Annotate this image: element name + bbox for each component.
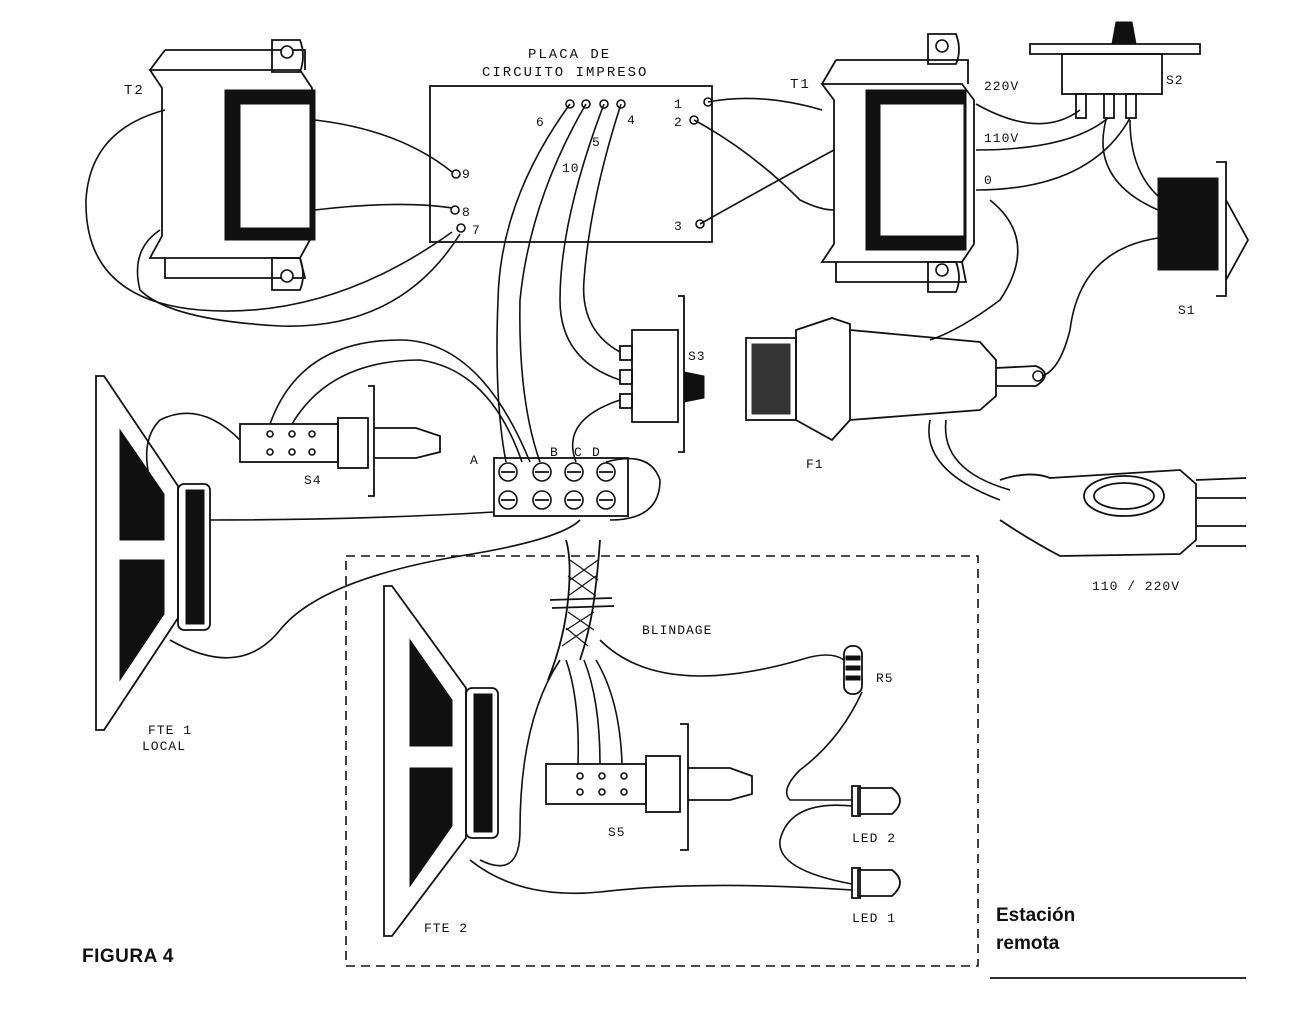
t2-label: T2	[124, 83, 145, 99]
s3-label: S3	[688, 349, 706, 364]
switch-s3: S3	[619, 295, 706, 453]
terminal-d-label: D	[592, 445, 601, 460]
wiring	[85, 97, 1159, 895]
board-pin-2: 2	[674, 115, 683, 130]
remote-station-box	[345, 555, 979, 967]
board-pin-8: 8	[462, 205, 471, 220]
shielded-cable: BLINDAGE	[547, 539, 712, 681]
led-2: LED 2	[851, 785, 901, 846]
board-pin-10: 10	[562, 161, 580, 176]
led-1: LED 1	[851, 867, 901, 926]
board-pin-9: 9	[462, 167, 471, 182]
s4-label: S4	[304, 473, 322, 488]
voltage-220v: 220V	[984, 79, 1019, 94]
s1-label: S1	[1178, 303, 1196, 318]
shield-label: BLINDAGE	[642, 623, 712, 638]
transformer-t2: T2	[124, 39, 316, 291]
resistor-r5: R5	[843, 645, 894, 695]
remote-station-label: Estación remota	[996, 905, 1076, 954]
switch-s5: S5	[545, 723, 753, 851]
switch-s2: S2	[1029, 21, 1201, 119]
voltage-0: 0	[984, 173, 993, 188]
fuse-holder-f1: F1	[745, 317, 1046, 472]
terminal-c-label: C	[574, 445, 583, 460]
terminal-b-label: B	[550, 445, 559, 460]
switch-s4: S4	[239, 385, 441, 497]
mains-voltage-label: 110 / 220V	[1092, 579, 1180, 594]
transformer-t1: T1 220V 110V 0	[790, 33, 1019, 293]
s5-label: S5	[608, 825, 626, 840]
led1-label: LED 1	[852, 911, 896, 926]
figure-label: FIGURA 4	[82, 946, 174, 967]
circuit-board: PLACA DE CIRCUITO IMPRESO 6 10 5 4 9 8 7…	[429, 47, 713, 243]
fte1-label-line1: FTE 1	[148, 723, 192, 738]
terminal-a-label: A	[470, 453, 479, 468]
speaker-fte1: FTE 1 LOCAL	[95, 375, 211, 754]
board-pin-5: 5	[592, 135, 601, 150]
switch-s1: S1	[1157, 161, 1250, 318]
voltage-110v: 110V	[984, 131, 1019, 146]
s2-label: S2	[1166, 73, 1184, 88]
board-pin-3: 3	[674, 219, 683, 234]
f1-label: F1	[806, 457, 824, 472]
board-pin-1: 1	[674, 97, 683, 112]
led2-label: LED 2	[852, 831, 896, 846]
fte1-label-line2: LOCAL	[142, 739, 186, 754]
board-pin-7: 7	[472, 223, 481, 238]
speaker-fte2: FTE 2	[383, 585, 499, 937]
board-pin-6: 6	[536, 115, 545, 130]
r5-label: R5	[876, 671, 894, 686]
mains-plug: 110 / 220V	[999, 469, 1247, 594]
board-pin-4: 4	[627, 113, 636, 128]
t1-label: T1	[790, 77, 811, 93]
fte2-label: FTE 2	[424, 921, 468, 936]
board-label-line2: CIRCUITO IMPRESO	[482, 65, 648, 81]
terminal-block: A B C D	[470, 445, 629, 517]
board-label-line1: PLACA DE	[528, 47, 611, 63]
